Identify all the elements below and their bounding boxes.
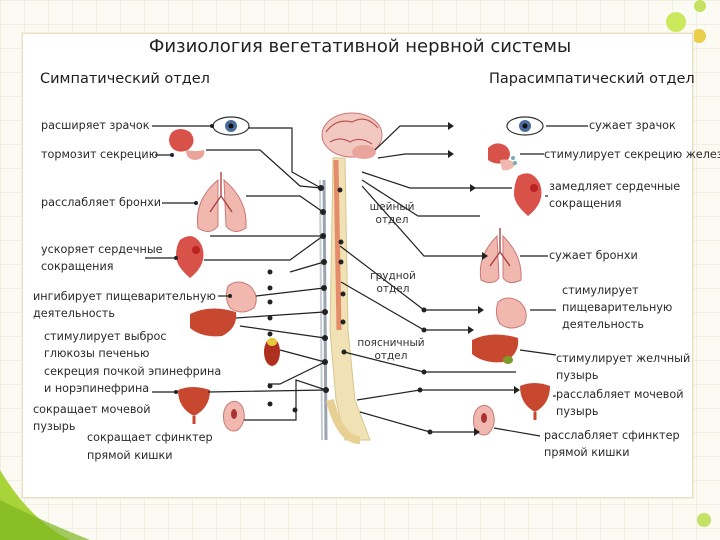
lungs-right-icon	[479, 228, 522, 284]
para-effect-pupil: сужает зрачок	[589, 119, 676, 132]
bladder-right-icon	[520, 383, 550, 420]
symp-effect-heart-1: ускоряет сердечные	[41, 243, 163, 256]
para-effect-gallbladder-1: стимулирует желчный	[556, 352, 691, 365]
lumbar-label-line2: отдел	[374, 350, 408, 362]
para-effect-glands: стимулирует секрецию желез	[544, 148, 720, 161]
rectum-left-icon	[223, 400, 245, 432]
right-eye-icon	[506, 116, 544, 136]
cervical-label-line2: отдел	[375, 214, 409, 226]
brain-illustration	[321, 112, 383, 159]
para-effect-heart-2: сокращения	[549, 197, 622, 210]
symp-effect-adrenal-1: секреция почкой эпинефрина	[44, 365, 222, 378]
drop-decoration-4	[697, 513, 711, 527]
heart-right-icon	[514, 173, 542, 216]
symp-effect-secretion: тормозит секрецию	[41, 148, 159, 161]
rectum-right-icon	[473, 404, 495, 436]
symp-effect-digestion-1: ингибирует пищеварительную	[33, 290, 216, 303]
symp-effect-bronchi: расслабляет бронхи	[41, 196, 162, 209]
heart-left-icon	[176, 236, 204, 278]
stomach-left-icon	[225, 281, 257, 313]
salivary-gland-left-icon	[169, 129, 205, 160]
drop-decoration-3	[694, 0, 706, 12]
thoracic-region-label: грудной отдел	[358, 270, 428, 296]
symp-effect-heart-2: сокращения	[41, 260, 114, 273]
lumbar-label-line1: поясничный	[357, 337, 425, 349]
bladder-left-icon	[178, 387, 210, 424]
thoracic-label-line1: грудной	[370, 270, 416, 282]
para-effect-heart-1: замедляет сердечные	[549, 180, 681, 193]
para-effect-gallbladder-2: пузырь	[556, 369, 599, 382]
salivary-gland-right-icon	[488, 143, 517, 171]
lumbar-region-label: поясничный отдел	[356, 337, 426, 363]
symp-effect-sphincter-1: сокращает сфинктер	[87, 431, 213, 444]
para-effect-bronchi: сужает бронхи	[549, 249, 638, 262]
sympathetic-line-arrows	[170, 124, 298, 413]
symp-effect-pupil: расширяет зрачок	[41, 119, 150, 132]
drop-decoration-2	[692, 29, 706, 43]
stomach-right-icon	[495, 297, 527, 329]
symp-effect-glucose-2: глюкозы печенью	[44, 347, 150, 360]
kidney-left-icon	[264, 338, 280, 366]
cervical-label-line1: шейный	[369, 201, 415, 213]
para-effect-bladder-1: расслабляет мочевой	[556, 388, 684, 401]
para-effect-digestion-3: деятельность	[562, 318, 644, 331]
lungs-left-icon	[196, 172, 247, 232]
liver-right-icon	[472, 334, 519, 364]
thoracic-label-line2: отдел	[376, 283, 410, 295]
para-effect-sphincter-2: прямой кишки	[544, 446, 630, 459]
symp-effect-adrenal-2: и норэпинефрина	[44, 382, 150, 395]
para-effect-digestion-1: стимулирует	[562, 284, 639, 297]
corner-leaf-shade	[0, 500, 90, 540]
drop-decoration-1	[666, 12, 686, 32]
liver-left-icon	[190, 308, 237, 337]
sympathetic-nerve-lines	[145, 125, 327, 421]
symp-effect-bladder-2: пузырь	[33, 420, 76, 433]
symp-effect-bladder-1: сокращает мочевой	[33, 403, 151, 416]
cervical-region-label: шейный отдел	[357, 201, 427, 227]
para-effect-bladder-2: пузырь	[556, 405, 599, 418]
diagram-title: Физиология вегетативной нервной системы	[148, 36, 572, 57]
symp-effect-sphincter-2: прямой кишки	[87, 449, 173, 462]
symp-effect-glucose-1: стимулирует выброс	[44, 330, 167, 343]
parasympathetic-line-arrows	[417, 122, 520, 436]
parasympathetic-heading: Парасимпатический отдел	[489, 71, 695, 87]
symp-effect-digestion-2: деятельность	[33, 307, 115, 320]
para-effect-sphincter-1: расслабляет сфинктер	[544, 429, 680, 442]
para-effect-digestion-2: пищеварительную	[562, 301, 673, 314]
sympathetic-heading: Симпатический отдел	[40, 71, 210, 87]
left-eye-icon	[212, 116, 250, 136]
